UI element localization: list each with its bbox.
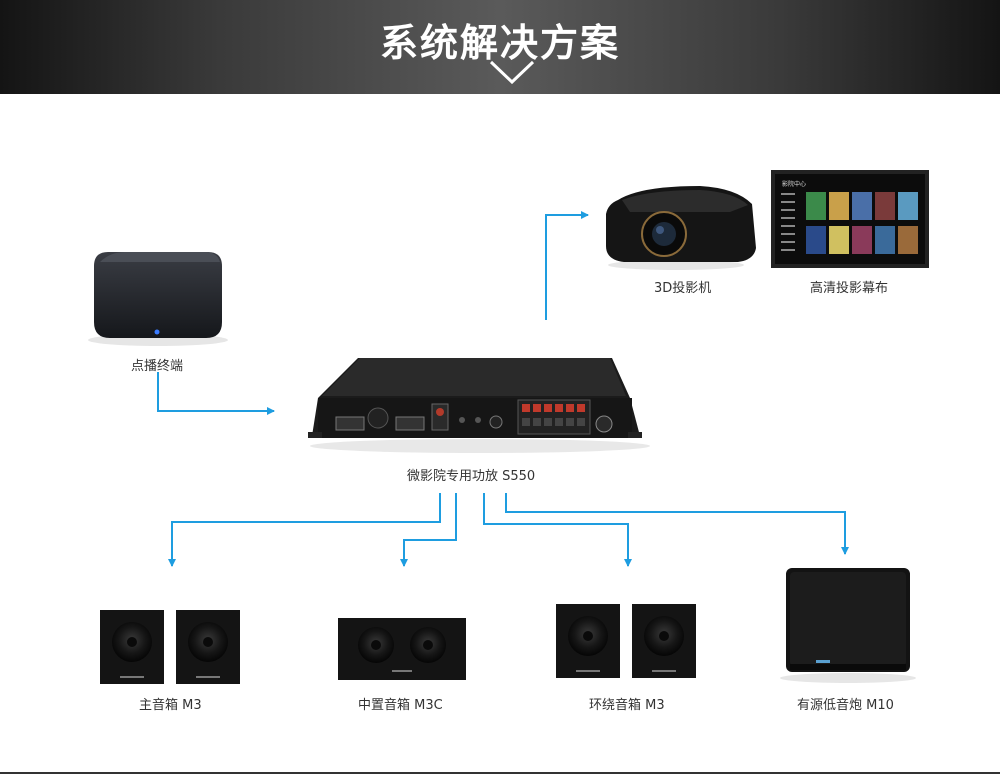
power-led-icon — [154, 329, 160, 335]
player-label: 点播终端 — [131, 359, 184, 374]
connection-arrows — [157, 211, 849, 567]
main-speakers-label: 主音箱 M3 — [139, 698, 202, 713]
screen-menu — [781, 193, 795, 251]
center-speaker-device — [338, 618, 466, 680]
center-speaker-label: 中置音箱 M3C — [358, 698, 443, 713]
chevron-down-icon — [489, 60, 535, 85]
arrow-to-surround-speakers — [483, 493, 632, 567]
projection-screen: 影院中心 — [771, 170, 929, 268]
amplifier-label: 微影院专用功放 S550 — [407, 469, 536, 484]
screen-ui-title: 影院中心 — [782, 180, 806, 188]
arrow-amplifier-to-projector — [545, 211, 589, 320]
arrow-to-center-speaker — [400, 493, 457, 567]
projector-device — [606, 186, 756, 270]
amplifier-device — [308, 358, 650, 453]
screen-label: 高清投影幕布 — [810, 281, 889, 296]
surround-speakers-label: 环绕音箱 M3 — [589, 698, 665, 713]
bottom-divider — [0, 772, 1000, 774]
header-banner: 系统解决方案 — [0, 0, 1000, 94]
dc-input-port — [595, 415, 613, 433]
player-device — [88, 252, 228, 346]
movie-poster-grid — [806, 192, 918, 254]
surround-speakers-device — [556, 604, 696, 678]
subwoofer-label: 有源低音炮 M10 — [797, 698, 894, 713]
arrow-to-main-speakers — [168, 493, 441, 567]
subwoofer-device — [780, 568, 916, 683]
page-title: 系统解决方案 — [379, 21, 620, 65]
hdmi-in-port — [335, 416, 365, 431]
fan-icon — [367, 407, 389, 429]
arrow-player-to-amplifier — [157, 372, 275, 415]
main-speakers-device — [100, 610, 240, 684]
projector-label: 3D投影机 — [654, 281, 712, 296]
hdmi-out-port — [395, 416, 425, 431]
arrow-to-subwoofer — [505, 493, 849, 555]
